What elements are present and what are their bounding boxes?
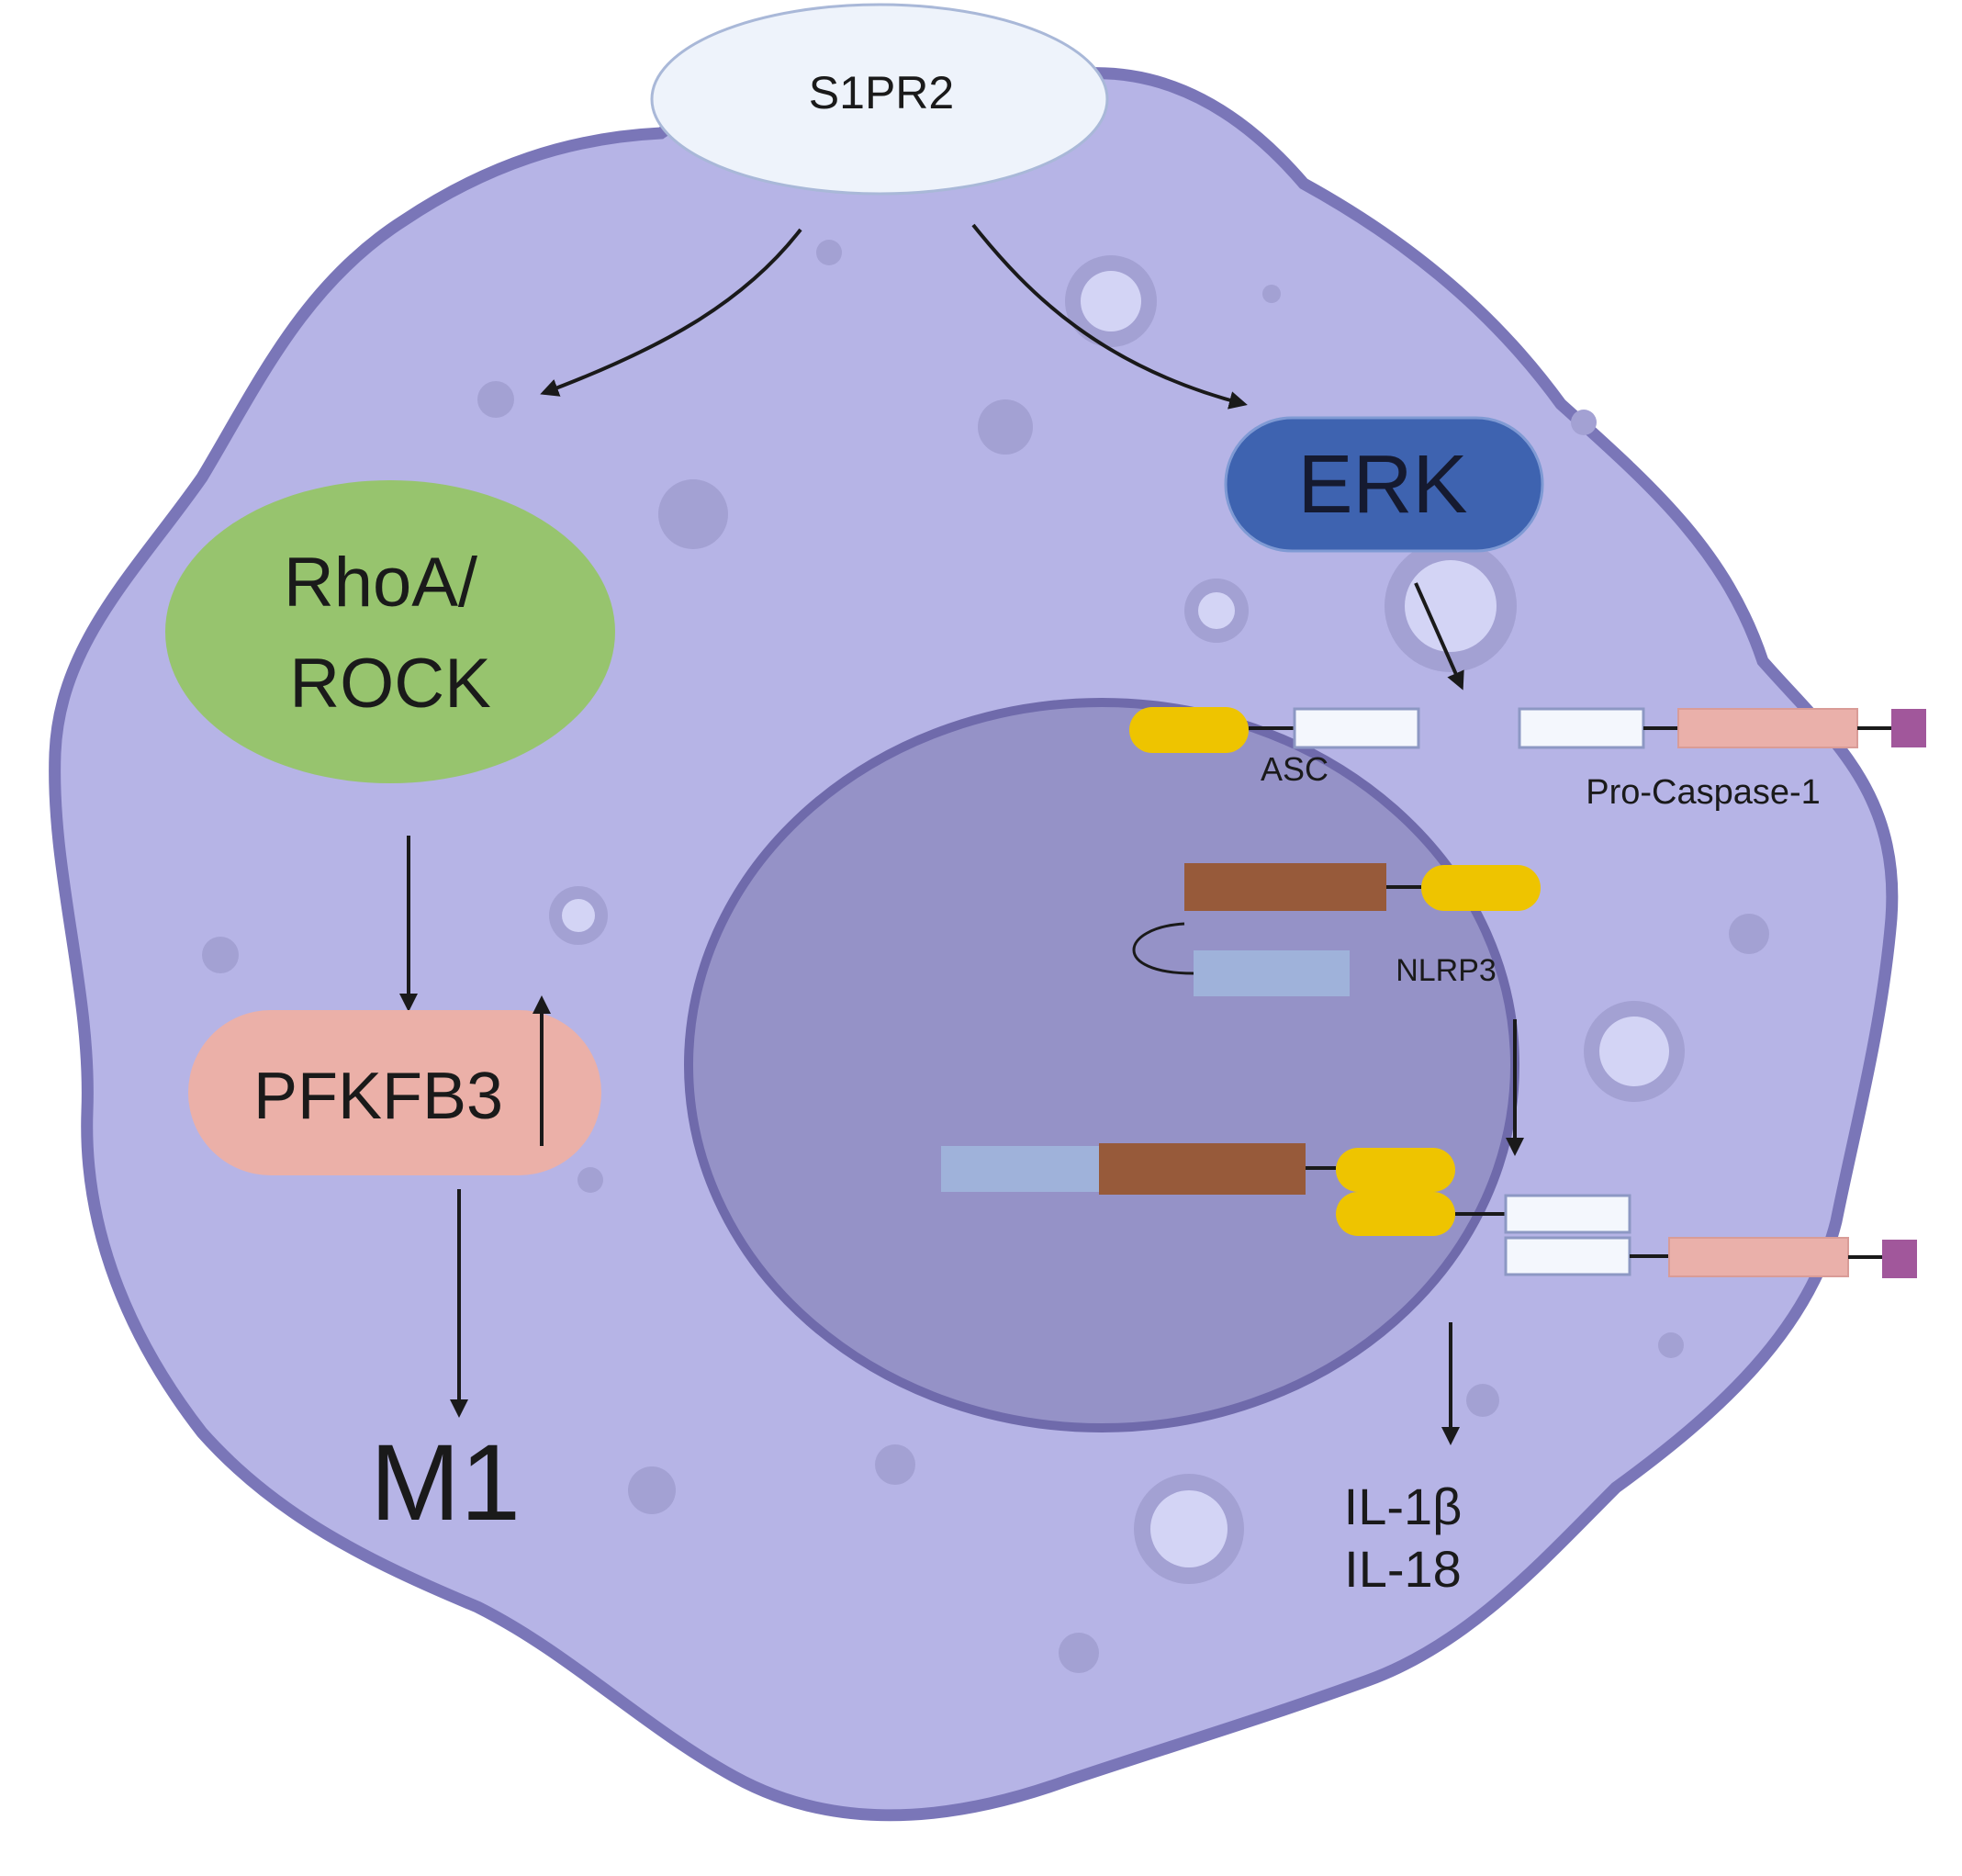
complex-asc-card xyxy=(1504,1194,1631,1234)
complex-asc-pyd xyxy=(1336,1192,1455,1236)
asc-pyd-domain xyxy=(1129,707,1249,753)
pfkfb3-node xyxy=(188,1010,601,1175)
s1pr2-receptor xyxy=(650,3,1109,196)
procaspase-card-domain xyxy=(1518,707,1645,749)
s1pr2-label: S1PR2 xyxy=(809,67,954,118)
erk-label: ERK xyxy=(1297,439,1467,531)
complex-caspase-p20 xyxy=(1668,1237,1849,1277)
pfkfb3-label: PFKFB3 xyxy=(253,1060,503,1133)
complex-nlrp3-pyd xyxy=(1336,1148,1455,1192)
rhoa-rock-node xyxy=(165,480,615,783)
m1-label: M1 xyxy=(370,1422,521,1544)
erk-node xyxy=(1224,416,1544,553)
nucleus xyxy=(684,698,1519,1432)
procaspase-p10-domain xyxy=(1891,709,1926,747)
nlrp3-protein xyxy=(1132,863,1541,996)
nlrp3-linker xyxy=(1132,922,1194,975)
nlrp3-lrr-domain xyxy=(1194,950,1350,996)
pro-caspase-1-protein xyxy=(1518,707,1926,749)
il18-label: IL-18 xyxy=(1344,1540,1462,1598)
arrow-receptor-to-rho xyxy=(540,228,802,397)
rhoa-rock-label: RhoA/ ROCK xyxy=(284,544,497,723)
procaspase-label: Pro-Caspase-1 xyxy=(1586,773,1821,812)
procaspase-p20-domain xyxy=(1677,708,1858,748)
nlrp3-label: NLRP3 xyxy=(1396,953,1497,988)
complex-nacht-domain xyxy=(1099,1143,1306,1195)
complex-caspase-card xyxy=(1504,1236,1631,1276)
arrow-receptor-to-erk xyxy=(971,223,1248,410)
il1b-label: IL-1β xyxy=(1344,1477,1463,1535)
rhoa-label-line2: ROCK xyxy=(289,645,491,723)
rhoa-label-line1: RhoA/ xyxy=(284,544,478,622)
complex-lrr-domain xyxy=(941,1146,1099,1192)
arrow-erk-to-inflammasome xyxy=(1414,582,1464,691)
nlrp3-pyd-domain xyxy=(1421,865,1541,911)
assembled-inflammasome xyxy=(941,1143,1917,1278)
asc-protein xyxy=(1129,707,1420,753)
nlrp3-nacht-domain xyxy=(1184,863,1386,911)
complex-caspase-p10 xyxy=(1882,1240,1917,1278)
asc-card-domain xyxy=(1293,707,1420,749)
asc-label: ASC xyxy=(1261,750,1329,788)
